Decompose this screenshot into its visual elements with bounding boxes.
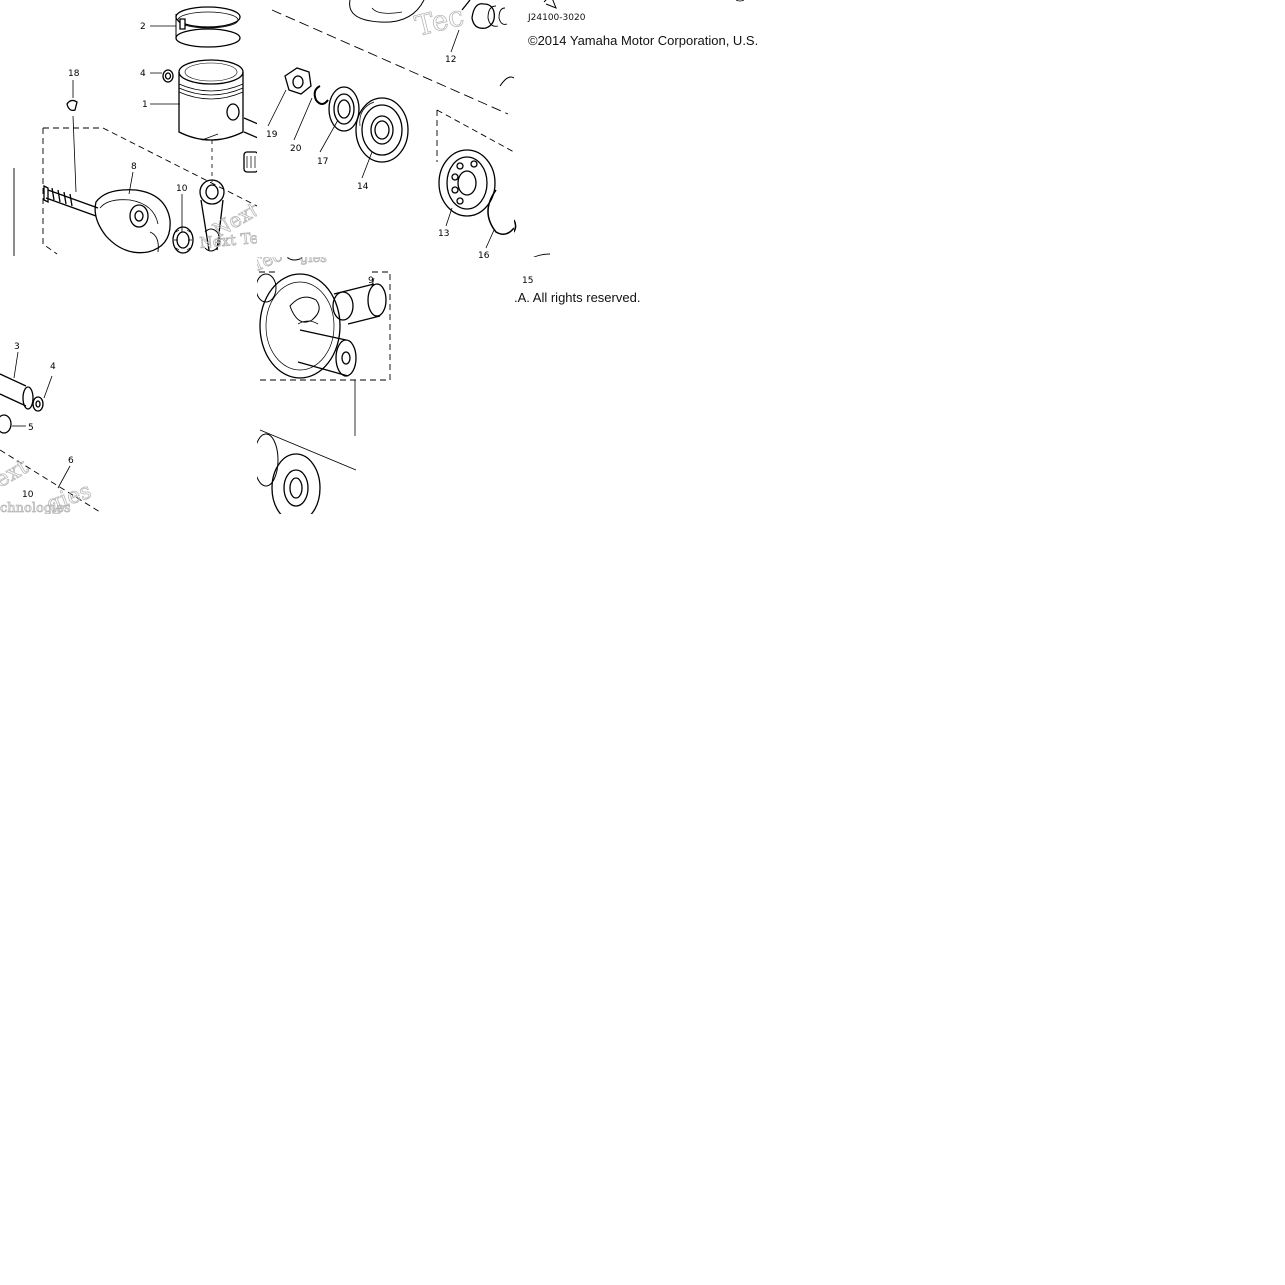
tile-piston-crank: Next Technologies Next bbox=[13, 6, 257, 256]
callout-14: 14 bbox=[357, 182, 369, 192]
callout-6: 6 bbox=[68, 456, 74, 466]
callout-18: 18 bbox=[68, 69, 80, 79]
callout-8: 8 bbox=[131, 162, 137, 172]
svg-text:gies: gies bbox=[300, 251, 327, 266]
washer bbox=[313, 85, 329, 105]
callouts-b: 19 20 17 14 12 13 16 bbox=[266, 55, 490, 261]
crank-pin bbox=[461, 0, 508, 29]
copyright-tail: .A. All rights reserved. bbox=[514, 290, 641, 305]
piston bbox=[178, 59, 244, 141]
callout-4: 4 bbox=[50, 362, 56, 372]
callout-12: 12 bbox=[445, 55, 456, 65]
woodruff-key bbox=[66, 99, 78, 112]
tile-small-parts: ext gies chnologies bbox=[0, 351, 101, 516]
callout-3: 3 bbox=[14, 342, 20, 352]
needle-bearing bbox=[172, 226, 194, 254]
callouts-d: 3 4 5 6 10 bbox=[14, 342, 74, 500]
piston-pin bbox=[243, 117, 257, 139]
clip bbox=[162, 69, 174, 83]
oil-seal bbox=[328, 86, 360, 132]
svg-text:ext: ext bbox=[0, 454, 33, 493]
crankshaft-half bbox=[259, 273, 387, 379]
small-end-bearing bbox=[243, 151, 257, 173]
callout-9: 9 bbox=[368, 276, 374, 286]
figure-code: J24100-3020 bbox=[528, 13, 586, 23]
circlip bbox=[487, 189, 514, 235]
svg-text:chnologies: chnologies bbox=[0, 501, 71, 516]
crankshaft-half bbox=[43, 184, 171, 254]
piston-rings bbox=[175, 6, 241, 48]
svg-text:Tec: Tec bbox=[248, 245, 285, 277]
callout-1: 1 bbox=[142, 100, 148, 110]
callout-16: 16 bbox=[478, 251, 490, 261]
callout-2: 2 bbox=[140, 22, 146, 32]
tile-crank-half: Tec gies bbox=[248, 245, 391, 514]
crank-nut bbox=[284, 67, 312, 95]
callout-10: 10 bbox=[22, 490, 34, 500]
callouts-a: 2 4 1 18 8 10 bbox=[68, 22, 188, 194]
callout-10: 10 bbox=[176, 184, 188, 194]
tile-bearings: Tec bbox=[267, 0, 514, 249]
oil-seal bbox=[257, 429, 357, 514]
callout-17: 17 bbox=[317, 157, 328, 167]
bearing bbox=[438, 149, 496, 217]
callout-13: 13 bbox=[438, 229, 449, 239]
callout-4: 4 bbox=[140, 69, 146, 79]
callout-5: 5 bbox=[28, 423, 34, 433]
copyright-line: ©2014 Yamaha Motor Corporation, U.S. bbox=[528, 33, 759, 48]
bearing bbox=[355, 97, 409, 163]
callout-19: 19 bbox=[266, 130, 278, 140]
tile-right-edge bbox=[514, 0, 745, 257]
callout-15: 15 bbox=[522, 276, 533, 286]
callout-20: 20 bbox=[290, 144, 302, 154]
connecting-rod bbox=[199, 179, 225, 252]
